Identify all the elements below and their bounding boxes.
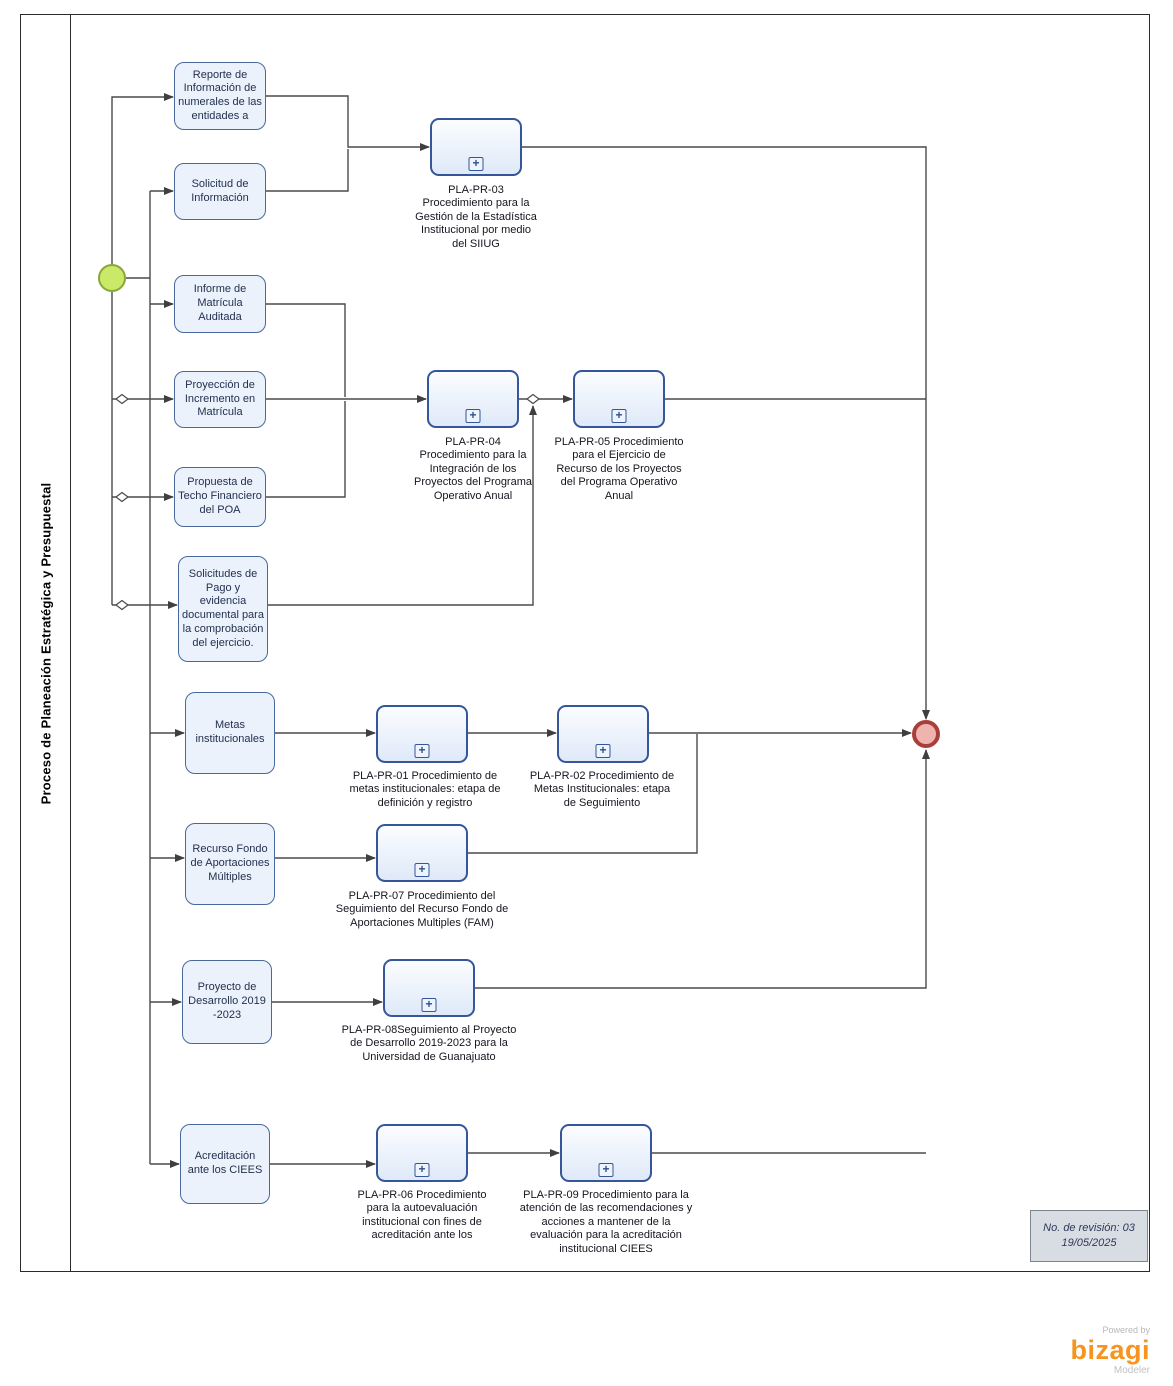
subprocess-pla-pr-02[interactable]: +	[557, 705, 649, 763]
data-item-label: Proyección de Incremento en Matrícula	[184, 378, 256, 419]
pool-header-band: Proceso de Planeación Estratégica y Pres…	[21, 15, 71, 1271]
data-item-label: Metas institucionales	[195, 719, 265, 745]
modeler-label: Modeler	[1113, 1365, 1150, 1376]
subprocess-label-pla-pr-09: PLA-PR-09 Procedimiento para la atención…	[519, 1189, 693, 1255]
subprocess-pla-pr-07[interactable]: +	[376, 824, 468, 882]
subprocess-pla-pr-04[interactable]: +	[427, 370, 519, 428]
end-event-icon[interactable]	[912, 720, 940, 748]
data-item-reporte-informacion[interactable]: Reporte de Información de numerales de l…	[174, 62, 266, 130]
subprocess-plus-icon: +	[414, 863, 430, 877]
data-item-acreditacion-ciees[interactable]: Acreditación ante los CIEES	[180, 1124, 270, 1204]
data-item-solicitud-informacion[interactable]: Solicitud de Información	[174, 163, 266, 220]
data-item-proyecto-desarrollo[interactable]: Proyecto de Desarrollo 2019 -2023	[182, 960, 272, 1044]
bizagi-wordmark: bizagi	[1070, 1335, 1150, 1365]
subprocess-label-pla-pr-01: PLA-PR-01 Procedimiento de metas institu…	[349, 770, 501, 809]
subprocess-label-pla-pr-04: PLA-PR-04 Procedimiento para la Integrac…	[414, 436, 532, 502]
data-item-label: Proyecto de Desarrollo 2019 -2023	[188, 981, 266, 1021]
condition-diamond-markers	[115, 393, 540, 611]
data-item-label: Acreditación ante los CIEES	[187, 1150, 263, 1176]
subprocess-plus-icon: +	[421, 998, 437, 1012]
subprocess-label-pla-pr-08: PLA-PR-08Seguimiento al Proyecto de Desa…	[341, 1024, 517, 1063]
subprocess-plus-icon: +	[465, 409, 481, 423]
data-item-recurso-fam[interactable]: Recurso Fondo de Aportaciones Múltiples	[185, 823, 275, 905]
bizagi-logo: Powered by bizagi Modeler	[1070, 1326, 1150, 1376]
data-item-label: Informe de Matrícula Auditada	[193, 283, 247, 323]
subprocess-pla-pr-01[interactable]: +	[376, 705, 468, 763]
data-item-informe-matricula[interactable]: Informe de Matrícula Auditada	[174, 275, 266, 333]
data-item-proyeccion-matricula[interactable]: Proyección de Incremento en Matrícula	[174, 371, 266, 428]
data-item-label: Propuesta de Techo Financiero del POA	[178, 476, 262, 516]
data-item-label: Recurso Fondo de Aportaciones Múltiples	[190, 843, 270, 883]
subprocess-label-pla-pr-06: PLA-PR-06 Procedimiento para la autoeval…	[357, 1189, 487, 1242]
subprocess-label-pla-pr-05: PLA-PR-05 Procedimiento para el Ejercici…	[554, 436, 684, 502]
start-event-icon[interactable]	[98, 264, 126, 292]
data-item-label: Reporte de Información de numerales de l…	[178, 68, 262, 122]
subprocess-plus-icon: +	[414, 1163, 430, 1177]
subprocess-pla-pr-05[interactable]: +	[573, 370, 665, 428]
data-item-metas-institucionales[interactable]: Metas institucionales	[185, 692, 275, 774]
revision-note-line2: 19/05/2025	[1061, 1237, 1117, 1249]
subprocess-plus-icon: +	[598, 1163, 614, 1177]
subprocess-pla-pr-06[interactable]: +	[376, 1124, 468, 1182]
data-item-solicitudes-pago[interactable]: Solicitudes de Pago y evidencia document…	[178, 556, 268, 662]
subprocess-label-pla-pr-03: PLA-PR-03 Procedimiento para la Gestión …	[415, 184, 537, 250]
subprocess-plus-icon: +	[468, 157, 484, 171]
revision-note-line1: No. de revisión: 03	[1043, 1222, 1135, 1235]
data-item-label: Solicitud de Información	[191, 177, 249, 204]
revision-note[interactable]: No. de revisión: 03 19/05/2025	[1030, 1210, 1148, 1262]
powered-by-label: Powered by	[1102, 1325, 1150, 1335]
subprocess-plus-icon: +	[595, 744, 611, 758]
subprocess-pla-pr-08[interactable]: +	[383, 959, 475, 1017]
subprocess-pla-pr-03[interactable]: +	[430, 118, 522, 176]
data-item-techo-financiero[interactable]: Propuesta de Techo Financiero del POA	[174, 467, 266, 527]
subprocess-label-pla-pr-02: PLA-PR-02 Procedimiento de Metas Institu…	[529, 770, 675, 809]
subprocess-plus-icon: +	[414, 744, 430, 758]
data-item-label: Solicitudes de Pago y evidencia document…	[182, 567, 264, 649]
subprocess-plus-icon: +	[611, 409, 627, 423]
subprocess-label-pla-pr-07: PLA-PR-07 Procedimiento del Seguimiento …	[335, 890, 509, 929]
subprocess-pla-pr-09[interactable]: +	[560, 1124, 652, 1182]
